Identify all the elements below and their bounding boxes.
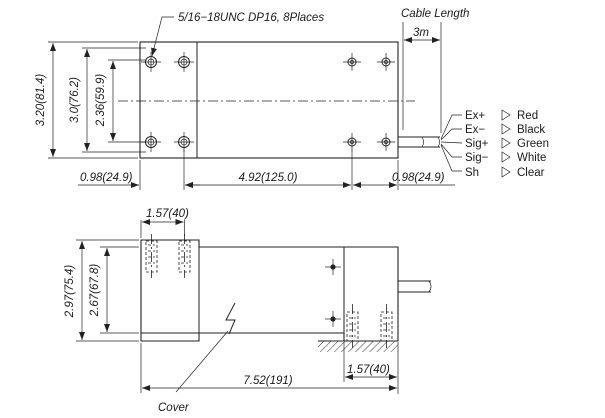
threaded-hole-bottom-1	[346, 304, 359, 348]
signal-label: Sig+	[465, 138, 489, 150]
wiring-row: Sig− White	[465, 151, 546, 164]
top-view: 5/16−18UNC DP16, 8Places Cable Length 3m…	[35, 8, 469, 190]
dim-height-overall: 3.20(81.4)	[35, 74, 47, 127]
dim-side-height-overall: 2.97(75.4)	[64, 265, 76, 319]
dim-bottom-hole-offset: 1.57(40)	[347, 364, 390, 376]
dim-right-offset: 0.98(24.9)	[392, 172, 445, 184]
wiring-row: Ex− Black	[465, 123, 545, 136]
wiring-legend: Ex+ Red Ex− Black Sig+ Green Sig− White …	[465, 109, 549, 179]
dim-left-offset: 0.98(24.9)	[80, 172, 133, 184]
hole-top-left-2	[174, 52, 194, 72]
triangle-icon	[501, 151, 511, 163]
hole-bottom-right-2	[377, 133, 395, 151]
signal-label: Sig−	[465, 152, 489, 164]
signal-label: Ex−	[465, 124, 485, 136]
top-view-body	[139, 41, 399, 159]
wiring-row: Sig+ Green	[465, 137, 549, 150]
hole-top-right-2	[377, 53, 395, 71]
triangle-icon	[501, 166, 511, 178]
cable-length-value: 3m	[413, 27, 429, 39]
wiring-row: Sh Clear	[465, 166, 545, 179]
wiring-row: Ex+ Red	[465, 109, 538, 122]
dim-top-hole-offset: 1.57(40)	[146, 208, 189, 220]
dim-side-height-body: 2.67(67.8)	[89, 264, 101, 318]
dim-height-inner: 2.36(59.9)	[95, 74, 107, 128]
ground-hatch	[318, 341, 398, 352]
side-view-cable	[398, 280, 432, 293]
cover-break-mark	[225, 302, 236, 335]
top-view-cable	[398, 136, 440, 148]
wire-color: Clear	[517, 167, 545, 179]
dim-height-holes: 3.0(76.2)	[69, 77, 81, 123]
hole-bottom-left-2	[174, 132, 194, 152]
signal-label: Ex+	[465, 110, 485, 122]
wire-color: Black	[517, 124, 545, 136]
dim-hole-spacing: 4.92(125.0)	[239, 172, 298, 184]
triangle-icon	[501, 109, 511, 121]
wire-color: Red	[517, 110, 538, 122]
cover-leader	[175, 330, 229, 393]
side-view: Cover 1.57(40) 2.97(75.4) 2.67(67.8) 1.5…	[64, 208, 432, 414]
threaded-hole-top-2	[178, 234, 191, 278]
center-mark-lower	[325, 311, 341, 327]
wire-color: Green	[517, 138, 549, 150]
center-mark-upper	[325, 259, 341, 275]
threaded-hole-top-1	[145, 234, 158, 278]
wire-color: White	[517, 152, 546, 164]
thread-leader	[151, 16, 174, 57]
triangle-icon	[501, 123, 511, 135]
dim-length-overall: 7.52(191)	[243, 375, 292, 387]
lead-wires	[440, 114, 463, 172]
side-view-body	[140, 239, 399, 342]
threaded-hole-bottom-2	[380, 304, 393, 348]
hole-top-right-1	[343, 53, 361, 71]
triangle-icon	[501, 137, 511, 149]
cover-label: Cover	[158, 402, 190, 414]
cable-length-label: Cable Length	[401, 8, 469, 20]
hole-top-left-1	[141, 52, 161, 72]
thread-note: 5/16−18UNC DP16, 8Places	[178, 12, 324, 24]
hole-bottom-right-1	[343, 133, 361, 151]
signal-label: Sh	[465, 167, 479, 179]
